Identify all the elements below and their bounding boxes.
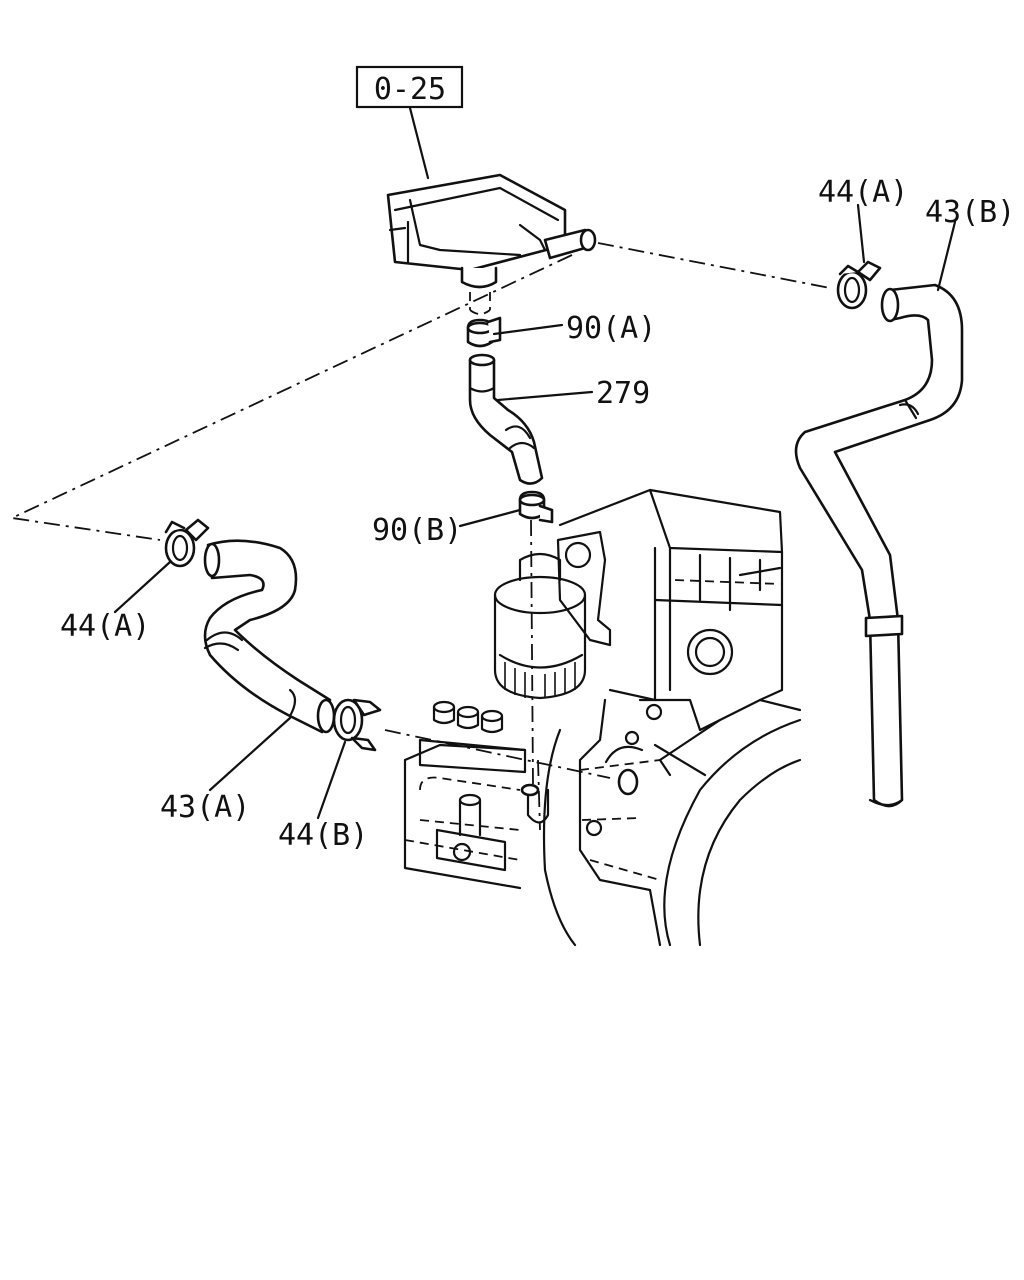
leader-lines — [113, 203, 957, 820]
reference-box: 0-25 — [355, 65, 464, 180]
injector-caps — [432, 700, 504, 734]
reference-box-label: 0-25 — [374, 72, 446, 107]
clamp-90a — [466, 316, 502, 348]
callout-44a-left: 44(A) — [60, 609, 150, 644]
flywheel-housing — [526, 698, 802, 947]
callout-43a: 43(A) — [160, 790, 250, 825]
callout-43b: 43(B) — [925, 195, 1015, 230]
flow-line-canister-to-44a-top — [597, 242, 831, 289]
clamp-44a-top — [836, 260, 882, 310]
clamp-44b — [332, 698, 382, 752]
oil-filter — [493, 552, 587, 700]
engine-port — [520, 768, 639, 797]
leader-90b-to-port — [530, 519, 534, 786]
hose-43a — [203, 539, 336, 734]
flow-line-canister-to-left-hose — [8, 254, 573, 541]
clamp-90b — [518, 490, 554, 524]
callout-90b: 90(B) — [372, 513, 462, 548]
engine-block — [403, 488, 802, 947]
callout-44b: 44(B) — [278, 818, 368, 853]
callout-44a-top: 44(A) — [818, 175, 908, 210]
callout-90a: 90(A) — [566, 311, 656, 346]
flow-line-44b-to-engine — [384, 729, 611, 779]
clamp-44a-left — [164, 518, 210, 568]
hose-279 — [468, 353, 544, 485]
canister — [386, 173, 597, 315]
hose-43b — [794, 283, 964, 808]
callout-279: 279 — [596, 376, 650, 411]
